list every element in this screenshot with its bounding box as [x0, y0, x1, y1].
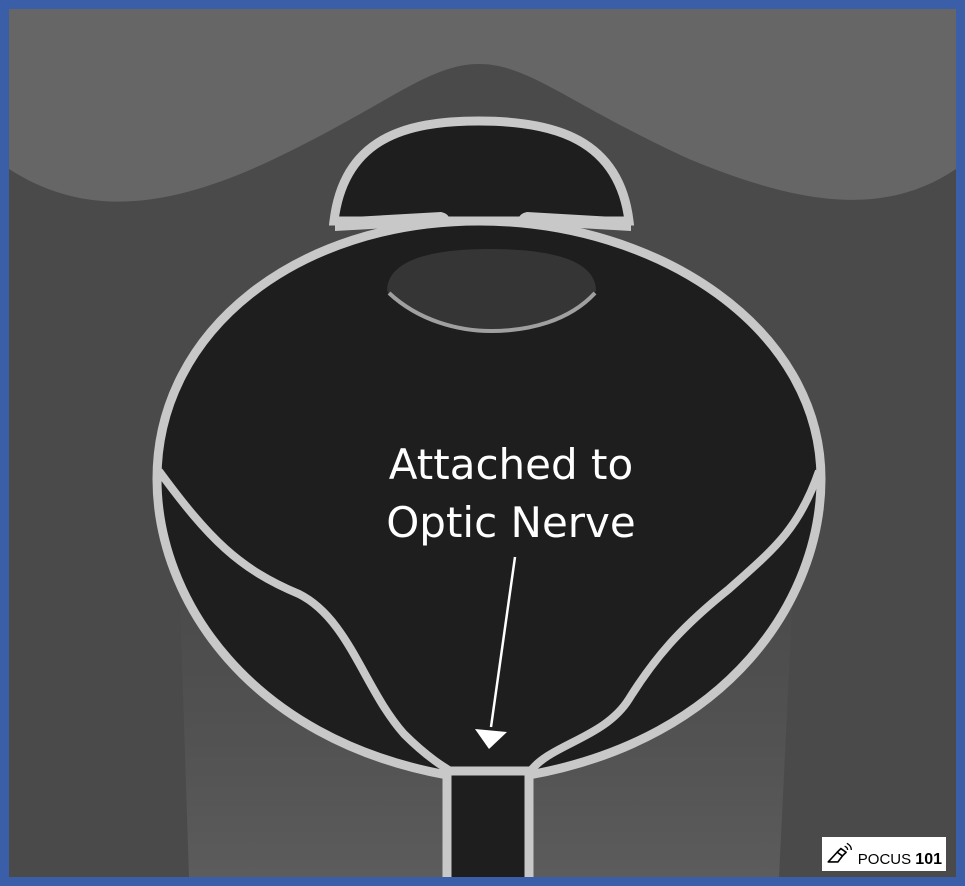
optic-nerve [447, 771, 529, 877]
label-line-2: Optic Nerve [386, 498, 636, 547]
label-line-1: Attached to [389, 440, 633, 489]
logo-number: 101 [915, 851, 942, 868]
logo-text: POCUS 101 [858, 852, 942, 867]
ultrasound-probe-icon [826, 838, 856, 868]
pocus-logo: POCUS 101 [822, 837, 946, 871]
eye-diagram: Attached to Optic Nerve [9, 9, 956, 877]
logo-brand: POCUS [858, 851, 911, 868]
